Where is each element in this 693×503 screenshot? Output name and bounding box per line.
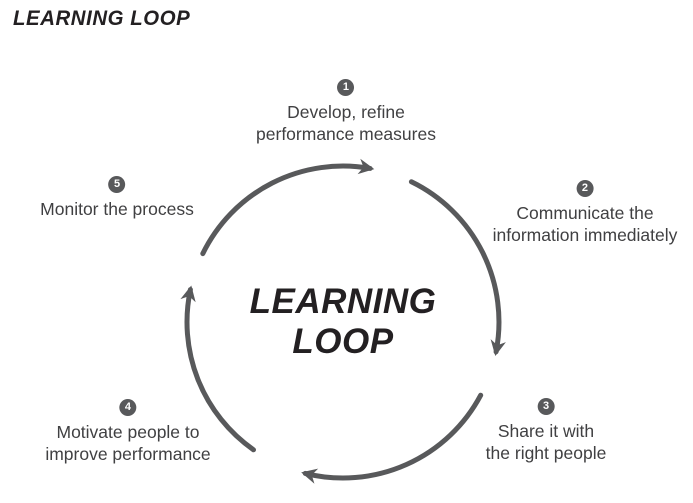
step-2: 2 Communicate the information immediatel… [492,180,678,246]
step-3-label: Share it with the right people [485,421,607,463]
clockwise-arrow-top-icon [200,158,375,257]
step-5-number-badge: 5 [108,176,126,193]
center-title-line2: LOOP [292,322,394,361]
step-4-number-badge: 4 [119,399,137,416]
step-2-number-badge: 2 [576,180,594,197]
step-1: 1 Develop, refine performance measures [256,79,436,145]
step-5: 5 Monitor the process [40,176,194,220]
center-title: LEARNING LOOP [250,282,437,362]
step-4: 4 Motivate people to improve performance [45,399,211,465]
step-5-label: Monitor the process [40,199,194,219]
step-3: 3 Share it with the right people [485,398,607,464]
step-1-number-badge: 1 [337,79,355,96]
step-3-number-badge: 3 [537,398,555,415]
step-4-label: Motivate people to improve performance [45,422,211,464]
clockwise-arrow-bottom-icon [301,392,484,484]
page-title: LEARNING LOOP [13,7,191,30]
center-title-line1: LEARNING [249,282,437,321]
step-2-label: Communicate the information immediately [492,203,678,245]
step-1-label: Develop, refine performance measures [256,102,436,144]
